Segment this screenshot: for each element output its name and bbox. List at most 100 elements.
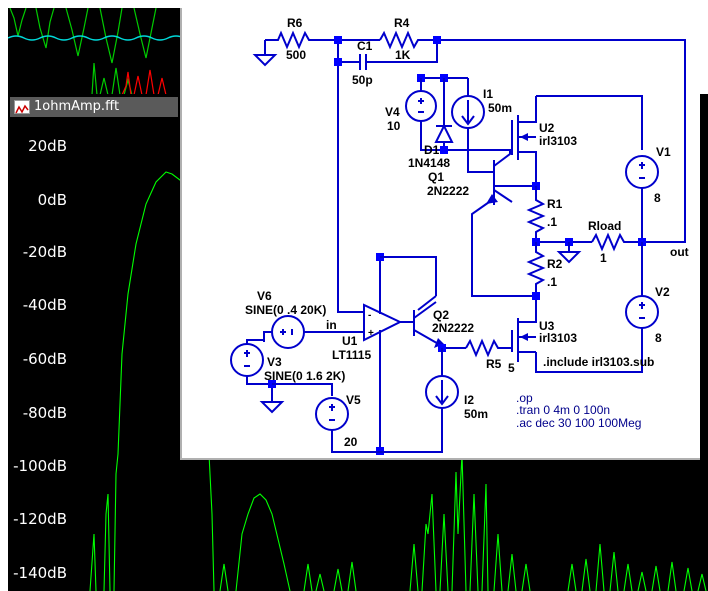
i1-value: 50m: [488, 101, 512, 115]
q2-transistor[interactable]: Q2 2N2222: [413, 301, 474, 348]
y-axis-label-20db: 20dB: [28, 137, 67, 155]
r4-resistor[interactable]: R4 1K: [379, 16, 437, 62]
v2-label: V2: [655, 285, 670, 299]
u3-value: irl3103: [539, 331, 577, 345]
q1-transistor[interactable]: Q1 2N2222: [427, 150, 536, 297]
ground-symbol-rload: [556, 242, 582, 264]
r5-label: R5: [486, 357, 502, 371]
waveform-plot-window[interactable]: [8, 8, 180, 95]
q2-label: Q2: [433, 308, 449, 322]
v4-voltage-source[interactable]: V4 10: [385, 78, 467, 151]
r5-resistor[interactable]: R5 5: [465, 338, 515, 375]
u2-mosfet[interactable]: U2 irl3103: [511, 96, 577, 186]
net-label-out: out: [670, 245, 689, 259]
wire-c1-right: [366, 40, 438, 63]
v5-value: 20: [344, 435, 358, 449]
v6-label: V6: [257, 289, 272, 303]
v1-label: V1: [656, 145, 671, 159]
v6-value: SINE(0 .4 20K): [245, 303, 326, 317]
v4-label: V4: [385, 105, 400, 119]
wire-feedback-out: [437, 39, 686, 243]
net-label-in: in: [326, 318, 337, 332]
rload-value: 1: [600, 251, 607, 265]
v2-value: 8: [655, 331, 662, 345]
d1-value: 1N4148: [408, 156, 450, 170]
i1-label: I1: [483, 87, 493, 101]
wire-q2-collector: [380, 256, 437, 311]
y-axis-label-minus40db: -40dB: [22, 296, 67, 314]
waveform-app-icon: [14, 100, 30, 114]
rload-resistor[interactable]: Rload 1: [588, 219, 642, 265]
c1-label: C1: [357, 39, 373, 53]
u2-label: U2: [539, 121, 555, 135]
d1-label: D1: [424, 143, 440, 157]
v4-value: 10: [387, 119, 401, 133]
u1-opamp[interactable]: - + U1 LT1115: [332, 256, 414, 452]
svg-text:+: +: [368, 328, 374, 339]
v5-voltage-source[interactable]: V5 20: [315, 393, 380, 453]
i2-value: 50m: [464, 407, 488, 421]
fft-spectrum-trace: [89, 171, 707, 591]
r1-label: R1: [547, 197, 563, 211]
v3-label: V3: [267, 355, 282, 369]
schematic-window[interactable]: R6 500 R4 1K C1 50p V4 10 I1 50m D1 1N: [180, 8, 700, 460]
c1-value: 50p: [352, 73, 373, 87]
r4-label: R4: [394, 16, 410, 30]
y-axis-label-minus60db: -60dB: [22, 350, 67, 368]
r4-value: 1K: [395, 48, 411, 62]
q1-value: 2N2222: [427, 184, 469, 198]
i1-current-source[interactable]: I1 50m: [451, 78, 512, 150]
v3-voltage-source[interactable]: V3 SINE(0 1.6 2K): [230, 339, 345, 402]
ground-symbol-inputs: [259, 383, 333, 414]
schematic-canvas[interactable]: R6 500 R4 1K C1 50p V4 10 I1 50m D1 1N: [182, 8, 700, 460]
i2-label: I2: [464, 393, 474, 407]
r5-value: 5: [508, 361, 515, 375]
junction-node: [334, 36, 342, 44]
u1-value: LT1115: [332, 348, 371, 362]
r2-label: R2: [547, 257, 563, 271]
r1-resistor[interactable]: R1 .1: [526, 186, 563, 242]
v5-label: V5: [346, 393, 361, 407]
v6-voltage-source[interactable]: V6 SINE(0 .4 20K): [245, 289, 326, 349]
junction-node: [433, 36, 441, 44]
u3-mosfet[interactable]: U3 irl3103: [511, 312, 577, 362]
junction-node: [440, 146, 448, 154]
rload-label: Rload: [588, 219, 621, 233]
y-axis-label-0db: 0dB: [37, 191, 67, 209]
d1-diode[interactable]: D1 1N4148: [408, 78, 454, 170]
r6-value: 500: [286, 48, 306, 62]
y-axis-label-minus140db: -140dB: [13, 564, 67, 582]
v2-voltage-source[interactable]: V2 8: [535, 242, 670, 373]
junction-node: [532, 292, 540, 300]
fft-window-title: 1ohmAmp.fft: [34, 99, 120, 114]
v1-value: 8: [654, 191, 661, 205]
r6-label: R6: [287, 16, 303, 30]
wire-inverting-input: [337, 40, 364, 313]
r6-resistor[interactable]: R6 500: [265, 16, 314, 62]
waveform-traces: [8, 8, 180, 95]
wire-u2-v1: [536, 95, 643, 150]
junction-node: [334, 58, 342, 66]
u1-label: U1: [342, 334, 358, 348]
fft-window-titlebar[interactable]: [10, 97, 178, 117]
q2-value: 2N2222: [432, 321, 474, 335]
y-axis-label-minus20db: -20dB: [22, 243, 67, 261]
i2-current-source[interactable]: I2 50m: [380, 348, 488, 453]
r2-resistor[interactable]: R2 .1: [526, 242, 563, 312]
y-axis-label-minus100db: -100dB: [13, 457, 67, 475]
u2-value: irl3103: [539, 134, 577, 148]
r2-value: .1: [547, 275, 557, 289]
spice-directive-op[interactable]: .op: [516, 391, 533, 405]
v1-voltage-source[interactable]: V1 8: [625, 145, 671, 242]
spice-directive-tran[interactable]: .tran 0 4m 0 100n: [516, 403, 610, 417]
u3-label: U3: [539, 319, 555, 333]
svg-text:-: -: [368, 310, 371, 321]
spice-directive-ac[interactable]: .ac dec 30 100 100Meg: [516, 416, 641, 430]
include-directive[interactable]: .include irl3103.sub: [543, 355, 654, 369]
ground-symbol-r6: [252, 54, 278, 67]
c1-capacitor[interactable]: C1 50p: [352, 39, 373, 87]
v3-value: SINE(0 1.6 2K): [264, 369, 345, 383]
y-axis-label-minus80db: -80dB: [22, 404, 67, 422]
y-axis-label-minus120db: -120dB: [13, 510, 67, 528]
q1-label: Q1: [428, 170, 444, 184]
